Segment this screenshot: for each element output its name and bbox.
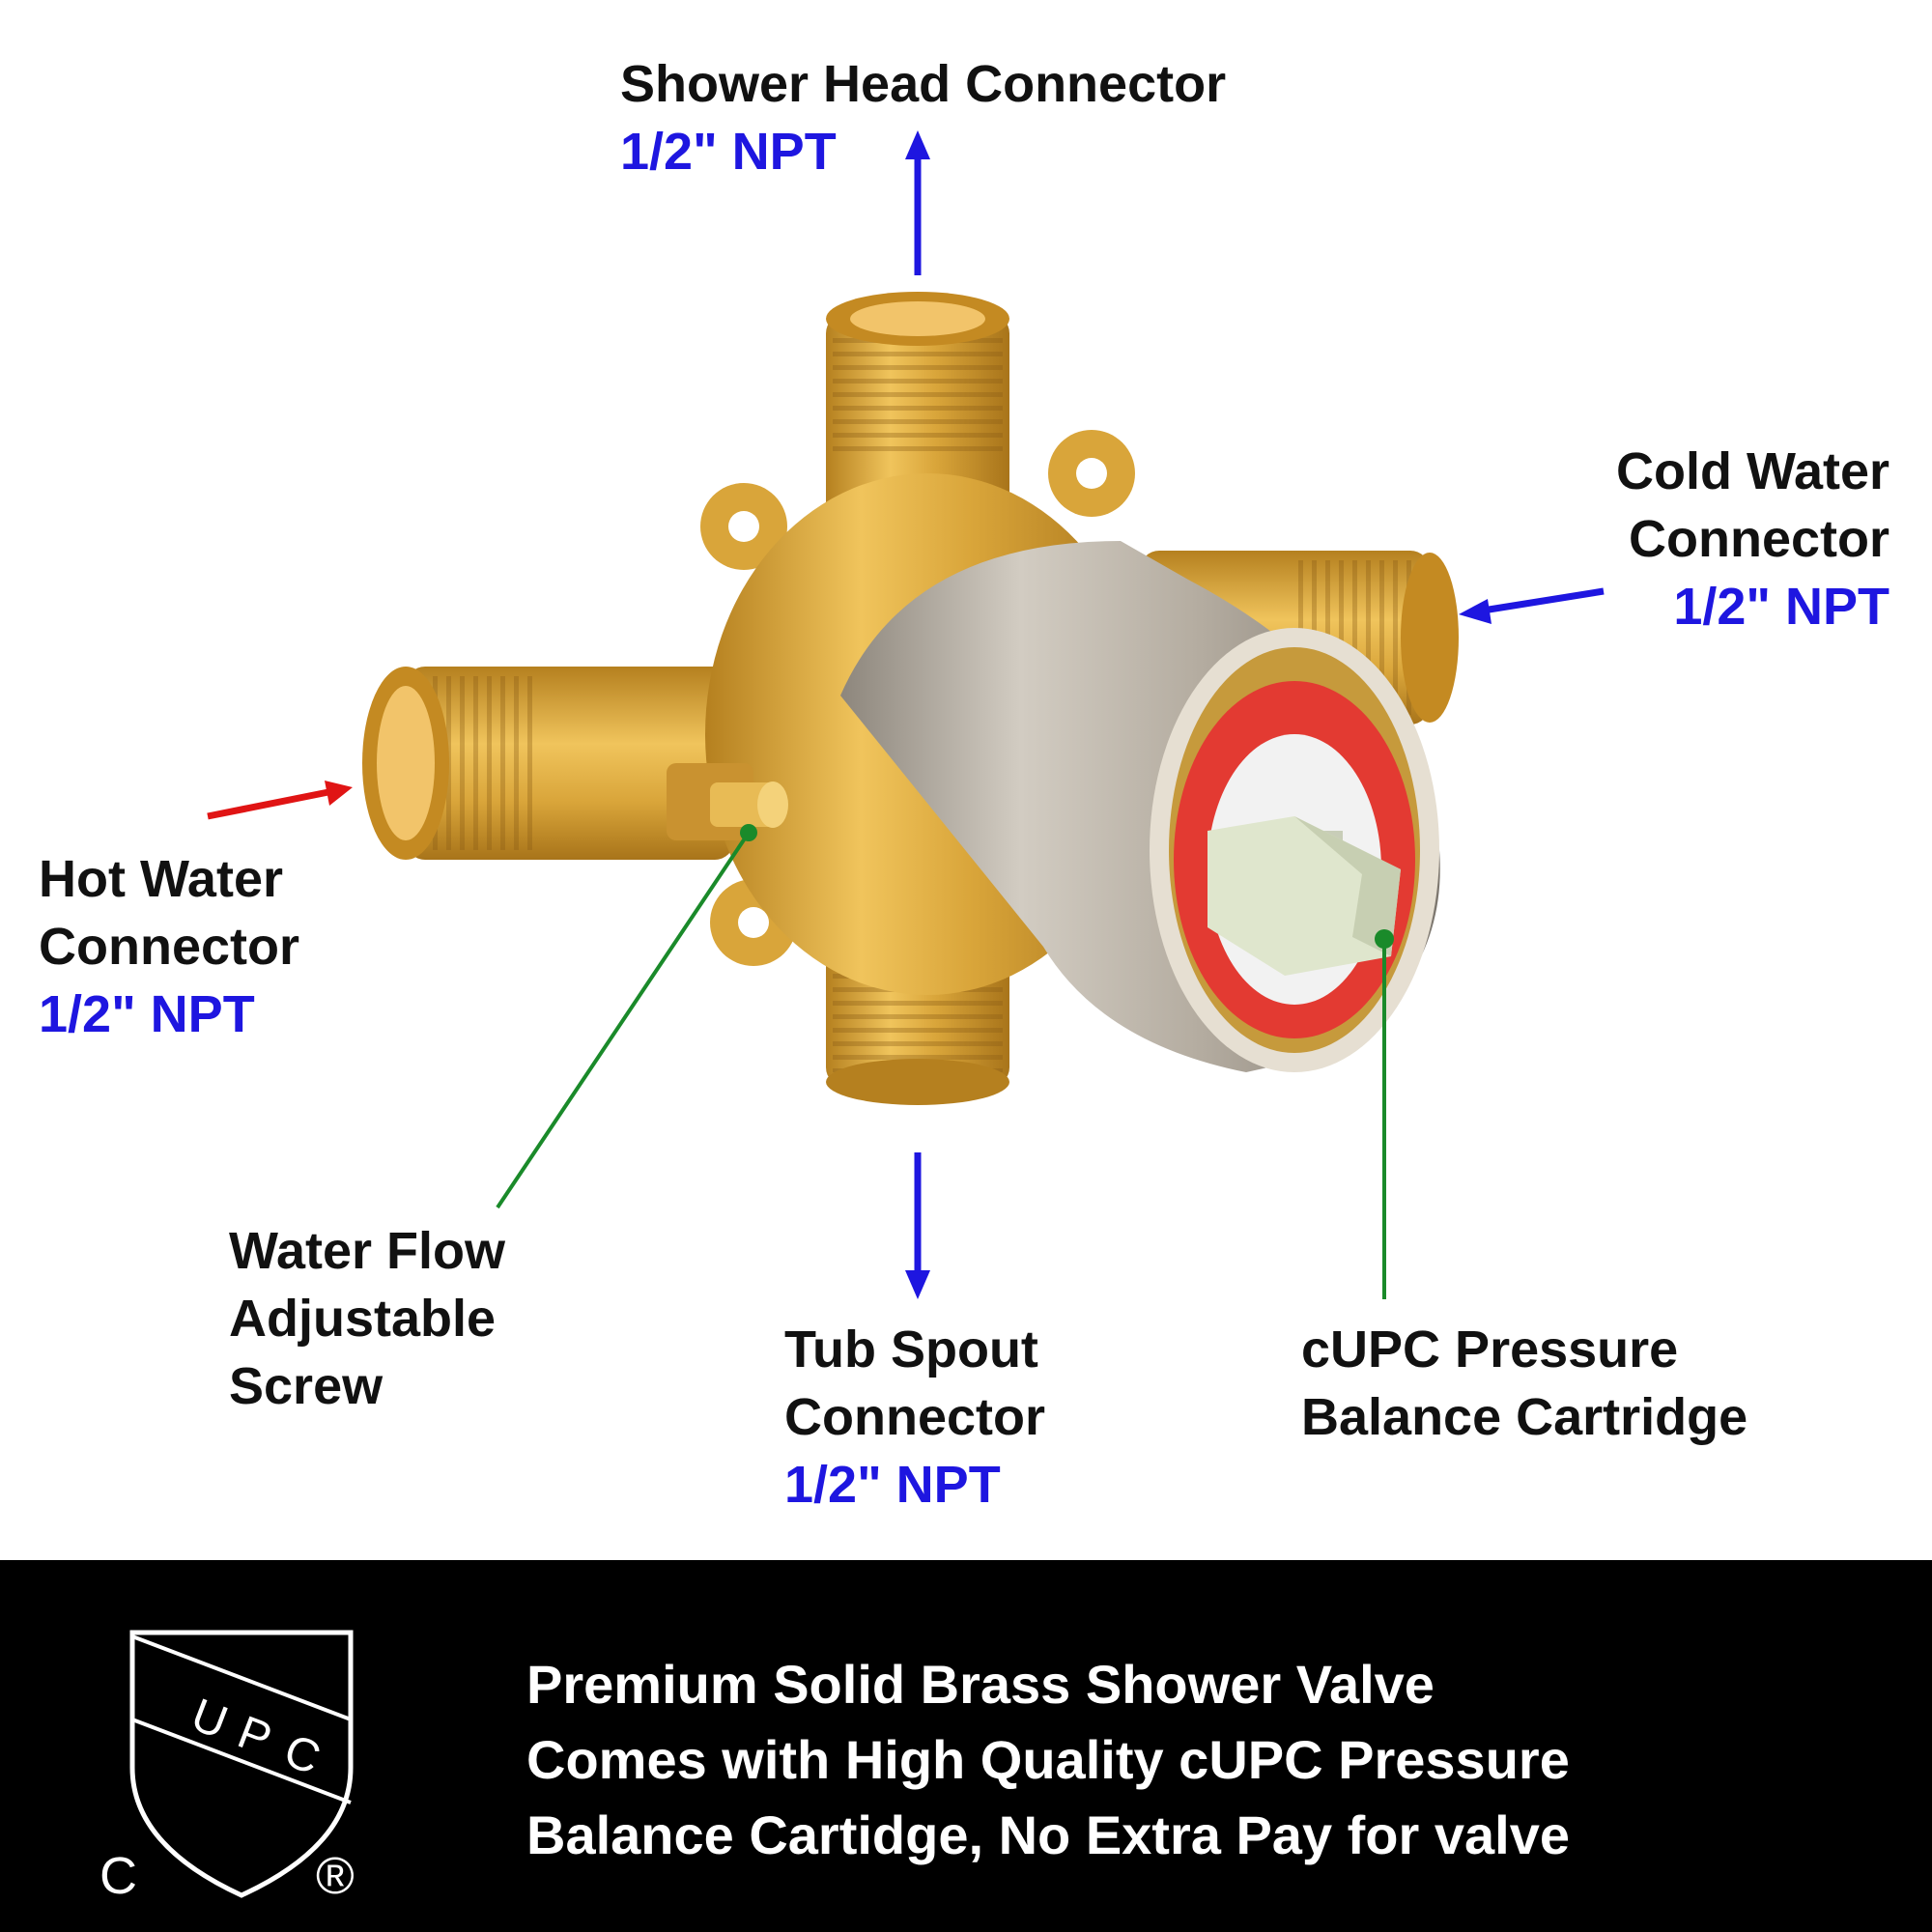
shower-head-title: Shower Head Connector bbox=[620, 55, 1227, 113]
banner-text: Premium Solid Brass Shower Valve Comes w… bbox=[526, 1647, 1570, 1873]
cold-water-size: 1/2" NPT bbox=[1673, 578, 1889, 636]
flow-screw bbox=[667, 763, 788, 840]
flow-screw-leader bbox=[496, 824, 757, 1209]
tub-spout-size: 1/2" NPT bbox=[784, 1456, 1001, 1514]
cold-water-line1: Cold Water bbox=[1616, 442, 1889, 500]
cold-water-arrow bbox=[1459, 587, 1605, 624]
tub-spout-label: Tub Spout Connector 1/2" NPT bbox=[784, 1316, 1045, 1519]
cold-water-line2: Connector bbox=[1629, 510, 1889, 568]
shower-head-size: 1/2" NPT bbox=[620, 123, 837, 181]
banner-line-2: Comes with High Quality cUPC Pressure bbox=[526, 1729, 1570, 1790]
logo-prefix-c: C bbox=[99, 1847, 137, 1903]
flow-screw-line2: Adjustable bbox=[229, 1290, 497, 1348]
cupc-logo: U P C C ® bbox=[99, 1630, 355, 1903]
logo-letter-p: P bbox=[231, 1707, 278, 1766]
hot-water-port bbox=[362, 667, 734, 860]
shower-head-label: Shower Head Connector 1/2" NPT bbox=[620, 50, 1226, 185]
valve-diagram bbox=[207, 130, 1605, 1299]
flow-screw-label: Water Flow Adjustable Screw bbox=[229, 1217, 505, 1420]
flow-screw-line3: Screw bbox=[229, 1357, 384, 1415]
hot-water-label: Hot Water Connector 1/2" NPT bbox=[39, 845, 299, 1048]
cartridge-label: cUPC Pressure Balance Cartridge bbox=[1301, 1316, 1747, 1451]
hot-water-line2: Connector bbox=[39, 918, 299, 976]
tub-spout-line2: Connector bbox=[784, 1388, 1045, 1446]
pressure-cartridge bbox=[1174, 681, 1415, 1038]
hot-water-arrow bbox=[207, 781, 353, 820]
hot-water-size: 1/2" NPT bbox=[39, 985, 255, 1043]
cartridge-line1: cUPC Pressure bbox=[1301, 1321, 1679, 1378]
tub-spout-line1: Tub Spout bbox=[784, 1321, 1038, 1378]
bottom-banner: U P C C ® Premium Solid Brass Shower Val… bbox=[0, 1560, 1932, 1932]
cold-water-label: Cold Water Connector 1/2" NPT bbox=[1616, 438, 1889, 640]
banner-line-3: Balance Cartidge, No Extra Pay for valve bbox=[526, 1804, 1570, 1865]
cartridge-line2: Balance Cartridge bbox=[1301, 1388, 1748, 1446]
banner-line-1: Premium Solid Brass Shower Valve bbox=[526, 1654, 1435, 1715]
shower-head-arrow bbox=[905, 130, 930, 275]
flow-screw-line1: Water Flow bbox=[229, 1222, 506, 1280]
logo-registered-mark: ® bbox=[316, 1847, 355, 1903]
tub-spout-arrow bbox=[905, 1152, 930, 1299]
hot-water-line1: Hot Water bbox=[39, 850, 283, 908]
cartridge-leader bbox=[1375, 929, 1394, 1299]
